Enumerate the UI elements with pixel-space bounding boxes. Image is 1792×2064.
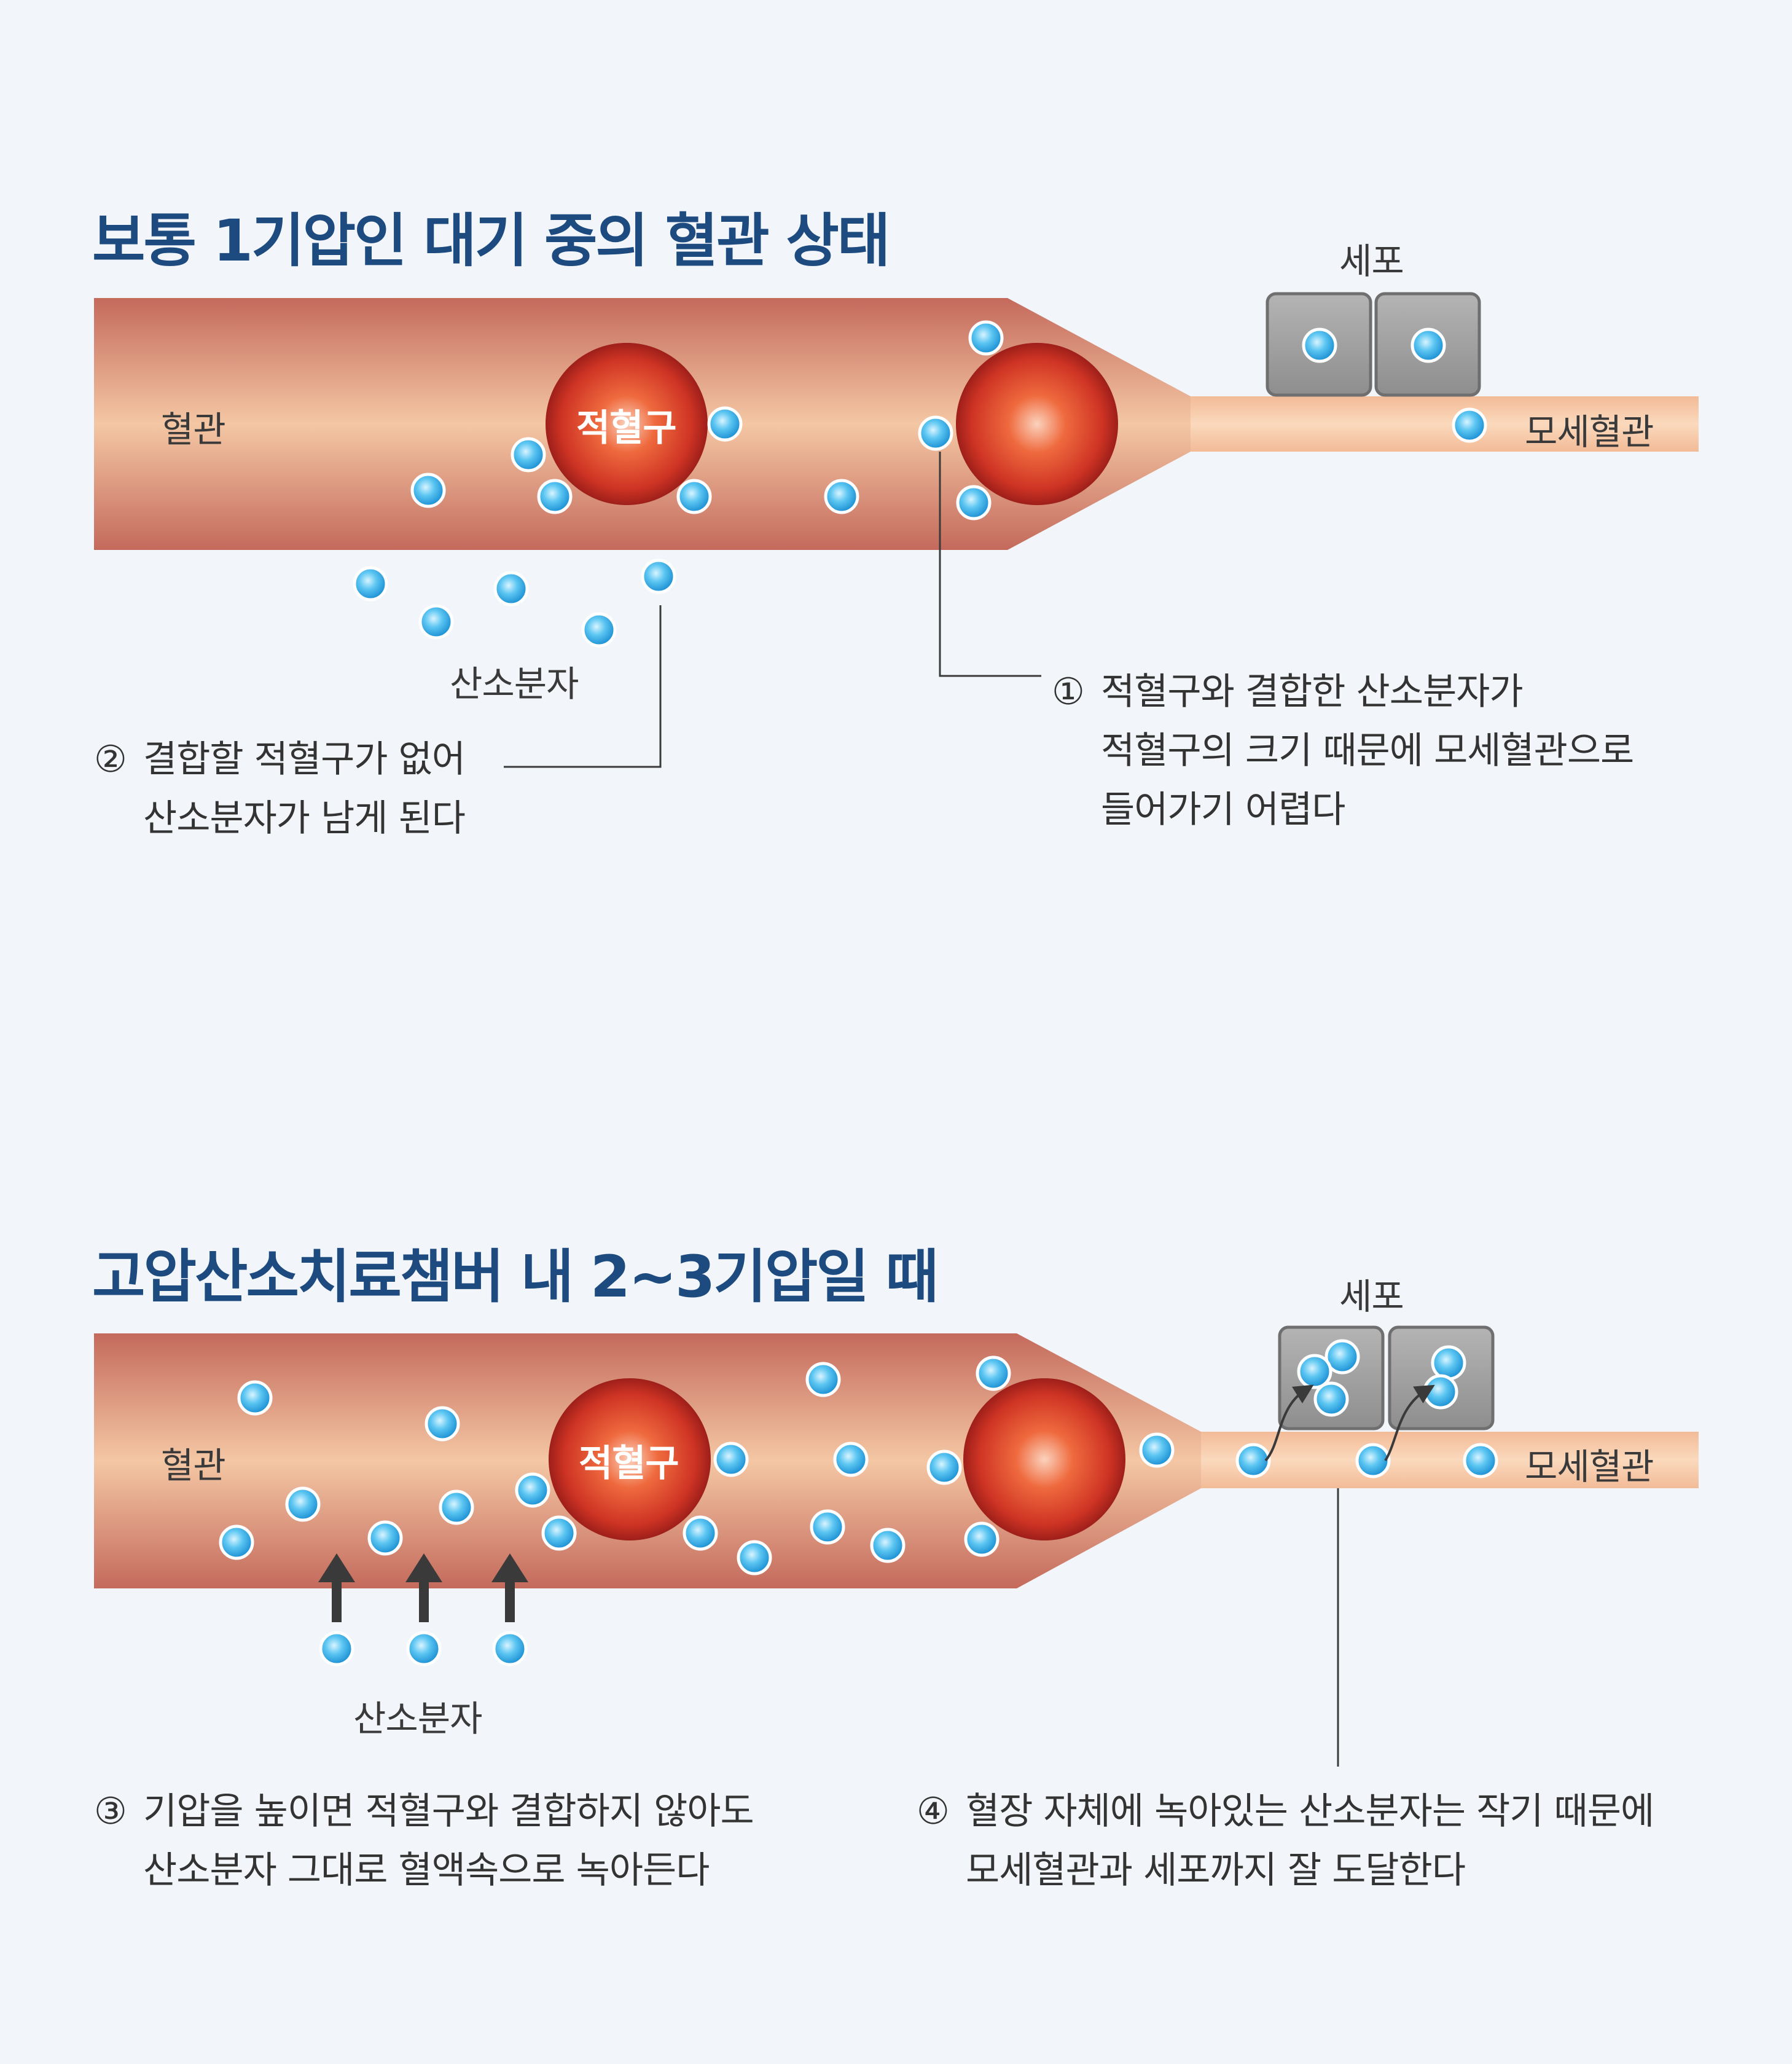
note-number: ① — [1052, 670, 1085, 713]
oxygen-molecules — [353, 320, 1487, 648]
oxygen-molecule — [367, 1520, 403, 1556]
oxygen-molecule — [319, 1631, 354, 1666]
oxygen-molecule — [926, 1450, 962, 1485]
note-line: 모세혈관과 세포까지 잘 도달한다 — [966, 1849, 1466, 1892]
up-arrow-icon — [405, 1553, 442, 1622]
capillary-label: 모세혈관 — [1525, 411, 1654, 453]
oxygen-molecule — [968, 320, 1004, 356]
oxygen-molecule — [956, 485, 992, 520]
oxygen-label: 산소분자 — [353, 1698, 482, 1740]
note-3: ③ 기압을 높이면 적혈구와 결합하지 않아도 산소분자 그대로 혈액속으로 녹… — [94, 1782, 754, 1900]
oxygen-molecule — [425, 1406, 460, 1442]
up-arrow-icon — [318, 1553, 355, 1622]
up-arrows — [318, 1553, 528, 1622]
rbc-label: 적혈구 — [576, 407, 677, 450]
oxygen-molecule — [1324, 1339, 1360, 1375]
note-2: ② 결합할 적혈구가 없어 산소분자가 남게 된다 — [94, 730, 466, 848]
oxygen-molecule — [676, 479, 712, 514]
oxygen-molecule — [918, 415, 953, 451]
oxygen-molecule — [353, 566, 388, 602]
note-line: 결합할 적혈구가 없어 — [143, 738, 466, 781]
oxygen-molecule — [713, 1442, 749, 1477]
section1-title: 보통 1기압인 대기 중의 혈관 상태 — [92, 208, 890, 275]
note-line: 들어가기 어렵다 — [1101, 788, 1345, 831]
oxygen-molecule — [237, 1380, 273, 1416]
note-line: 기압을 높이면 적혈구와 결합하지 않아도 — [143, 1790, 754, 1833]
oxygen-molecule — [285, 1486, 321, 1522]
oxygen-molecule — [1431, 1345, 1466, 1381]
oxygen-molecule — [219, 1524, 254, 1560]
note-1: ① 적혈구와 결합한 산소분자가 적혈구의 크기 때문에 모세혈관으로 들어가기… — [1052, 662, 1634, 839]
oxygen-molecule — [805, 1362, 841, 1397]
cell-label: 세포 — [1339, 240, 1404, 282]
oxygen-molecule — [1452, 407, 1487, 443]
cell-label: 세포 — [1339, 1276, 1404, 1317]
oxygen-molecule — [581, 612, 617, 648]
oxygen-molecule — [683, 1515, 718, 1551]
capillary-label: 모세혈관 — [1525, 1446, 1654, 1488]
section1-graphics — [94, 292, 1699, 768]
oxygen-molecule — [541, 1515, 577, 1551]
oxygen-molecule — [833, 1442, 869, 1477]
oxygen-molecule — [1313, 1381, 1349, 1417]
oxygen-molecule — [515, 1472, 550, 1508]
oxygen-molecule — [1139, 1432, 1175, 1468]
note-line: 적혈구와 결합한 산소분자가 — [1101, 670, 1524, 713]
oxygen-molecule — [493, 571, 529, 606]
oxygen-molecule — [810, 1509, 845, 1545]
oxygen-molecule — [492, 1631, 528, 1666]
oxygen-label: 산소분자 — [450, 663, 579, 705]
oxygen-molecule — [824, 479, 859, 514]
note-line: 혈장 자체에 녹아있는 산소분자는 작기 때문에 — [966, 1790, 1654, 1833]
note-number: ④ — [917, 1790, 950, 1833]
curved-arrow-icon — [1384, 1384, 1435, 1462]
note-4: ④ 혈장 자체에 녹아있는 산소분자는 작기 때문에 모세혈관과 세포까지 잘 … — [917, 1782, 1654, 1900]
oxygen-molecule — [641, 559, 676, 594]
oxygen-molecule — [537, 479, 573, 514]
oxygen-molecule — [406, 1631, 442, 1666]
oxygen-molecule — [1297, 1354, 1332, 1389]
cell — [1266, 292, 1481, 397]
oxygen-molecule — [707, 406, 743, 442]
oxygen-molecule — [1423, 1374, 1458, 1410]
section2-graphics — [94, 1325, 1699, 1767]
oxygen-molecule — [1302, 328, 1337, 363]
rbc-label: 적혈구 — [579, 1442, 679, 1485]
red-blood-cell — [546, 343, 708, 505]
curved-arrow-icon — [1264, 1384, 1314, 1462]
vessel-label: 혈관 — [161, 1445, 226, 1486]
up-arrow-icon — [491, 1553, 528, 1622]
capillary-tube — [1137, 396, 1699, 452]
note-number: ② — [94, 738, 127, 781]
oxygen-molecules — [219, 1339, 1498, 1666]
curved-arrows — [1264, 1384, 1435, 1462]
oxygen-molecule — [1355, 1443, 1391, 1478]
note-line: 적혈구의 크기 때문에 모세혈관으로 — [1101, 729, 1634, 772]
red-blood-cell — [956, 343, 1118, 505]
leader-lines — [504, 452, 1041, 768]
oxygen-molecule — [1411, 328, 1446, 363]
oxygen-molecule — [439, 1489, 474, 1525]
oxygen-molecule — [410, 473, 446, 508]
section2-title: 고압산소치료챔버 내 2~3기압일 때 — [92, 1244, 939, 1311]
oxygen-molecule — [870, 1528, 906, 1563]
oxygen-molecule — [976, 1356, 1011, 1391]
oxygen-molecule — [418, 604, 454, 640]
oxygen-molecule — [511, 437, 546, 473]
note-line: 산소분자 그대로 혈액속으로 녹아든다 — [143, 1849, 710, 1892]
oxygen-molecule — [1235, 1443, 1271, 1478]
oxygen-molecule — [1463, 1443, 1498, 1478]
oxygen-molecule — [964, 1521, 1000, 1557]
red-blood-cell — [549, 1378, 711, 1540]
oxygen-molecule — [737, 1540, 772, 1575]
note-number: ③ — [94, 1790, 127, 1833]
note-line: 산소분자가 남게 된다 — [143, 797, 466, 840]
red-blood-cell — [963, 1378, 1125, 1540]
vessel-label: 혈관 — [161, 409, 226, 450]
